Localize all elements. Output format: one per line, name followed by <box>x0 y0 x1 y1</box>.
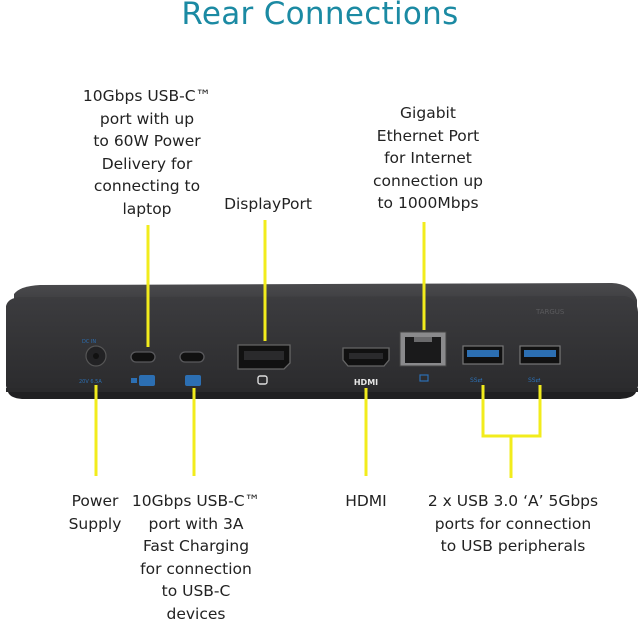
usbc-laptop-port <box>130 351 156 386</box>
label-ethernet: Gigabit Ethernet Port for Internet conne… <box>373 104 483 212</box>
label-displayport: DisplayPort <box>224 195 312 213</box>
usb-a-port-1: SS⇄ <box>462 345 504 384</box>
page-title: Rear Connections <box>181 0 459 32</box>
hdmi-port <box>342 347 390 367</box>
svg-text:SS⇄: SS⇄ <box>528 377 541 384</box>
label-hdmi: HDMI <box>345 492 387 510</box>
svg-text:20V 6.5A: 20V 6.5A <box>79 379 102 385</box>
dock-body: TARGUS <box>6 283 638 399</box>
label-usbc-charging: 10Gbps USB-C™ port with 3A Fast Charging… <box>131 492 261 623</box>
leader-lines <box>94 220 542 478</box>
svg-text:DC IN: DC IN <box>82 339 96 345</box>
ethernet-port <box>399 331 447 382</box>
displayport-port <box>237 344 291 385</box>
svg-text:TARGUS: TARGUS <box>535 308 565 316</box>
power-jack: DC IN 20V 6.5A <box>79 339 107 385</box>
label-usbc-laptop: 10Gbps USB-C™ port with up to 60W Power … <box>82 87 212 218</box>
usb-a-port-2: SS⇄ <box>519 345 561 384</box>
label-power-supply: Power Supply <box>68 492 122 533</box>
usbc-charging-port <box>179 351 205 386</box>
svg-text:SS⇄: SS⇄ <box>470 377 483 384</box>
hdmi-mark: HDMI <box>354 378 378 387</box>
label-usb-a: 2 x USB 3.0 ‘A’ 5Gbps ports for connecti… <box>427 492 599 555</box>
